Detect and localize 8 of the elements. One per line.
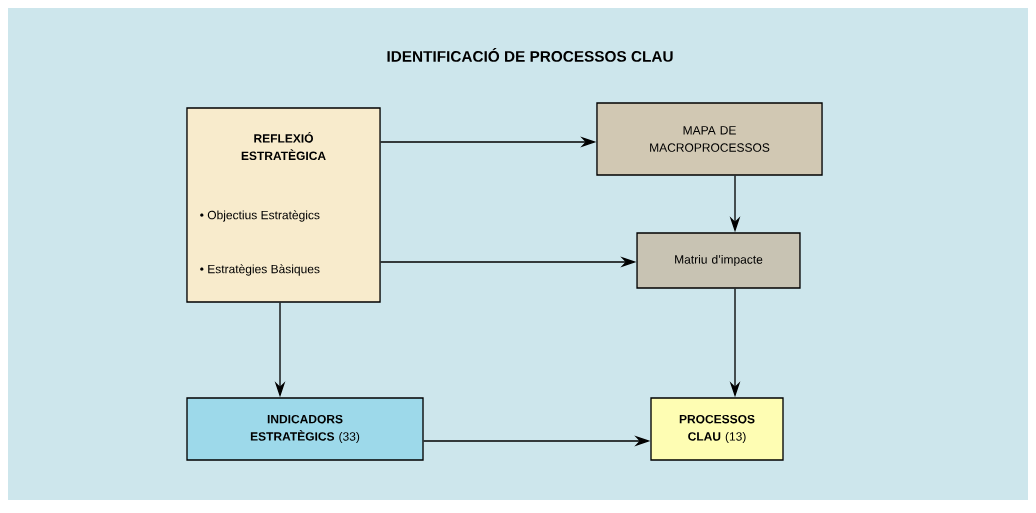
- process-box: PROCESSOS CLAU (13): [650, 397, 784, 461]
- bullet-item: • Objectius Estratègics: [200, 210, 320, 222]
- box-heading: REFLEXIÓ ESTRATÈGICA: [241, 131, 326, 161]
- bullet-item: • Estratègies Bàsiques: [200, 264, 320, 276]
- process-box: Matriu d’impacte: [636, 232, 801, 289]
- process-box: INDICADORS ESTRATÈGICS (33): [186, 397, 424, 461]
- title: IDENTIFICACIÓ DE PROCESSOS CLAU: [387, 48, 673, 62]
- process-box: MAPA DE MACROPROCESSOS: [596, 102, 823, 176]
